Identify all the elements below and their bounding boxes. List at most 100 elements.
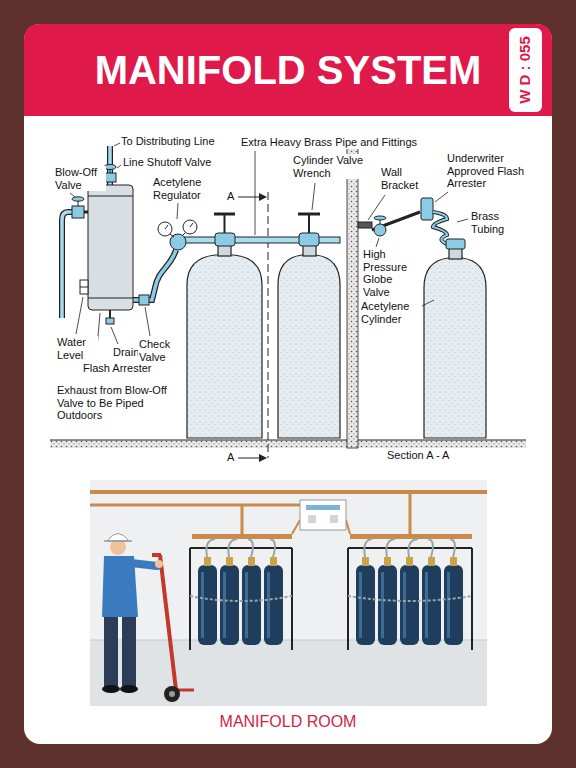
part-label: Line Shutoff Valve [122, 156, 212, 169]
chain [190, 596, 292, 601]
cylinder-valve [214, 213, 235, 216]
cylinder-valve [224, 214, 226, 233]
hose [228, 539, 237, 557]
part-label: Water Level [56, 336, 98, 361]
rack [189, 548, 191, 650]
floor [358, 440, 526, 441]
cylinder-valve [298, 213, 320, 216]
cylinder-highlight [245, 572, 248, 638]
part-label: Exhaust from Blow-Off Valve to Be Piped … [56, 384, 186, 422]
leader-line [457, 219, 468, 222]
section-line [259, 193, 267, 201]
acetylene-cylinder [424, 258, 486, 438]
part-label: High Pressure Globe Valve [362, 248, 422, 299]
rack [291, 548, 293, 650]
hose [450, 539, 455, 557]
gas-cylinder [356, 565, 375, 645]
part-label: Acetylene Cylinder [360, 300, 422, 325]
wall-fittings [446, 239, 465, 249]
leader-line [255, 151, 256, 235]
gas-cylinder [422, 565, 441, 645]
chain [348, 596, 472, 601]
regulator [182, 233, 185, 236]
floor [50, 440, 526, 448]
part-label: Drain [112, 346, 140, 359]
hose [133, 250, 176, 300]
cylinder-highlight [223, 572, 226, 638]
gas-cylinder [378, 565, 397, 645]
blow-off-valve [62, 197, 88, 318]
brass-valve [450, 557, 457, 566]
part-label: Flash Arrester [82, 362, 152, 375]
cylinder-highlight [359, 572, 362, 638]
leader-line [70, 143, 468, 360]
wall [347, 140, 358, 448]
cylinder-highlight [267, 572, 270, 638]
gas-cylinder [242, 565, 261, 645]
code-badge: W D : 055 [509, 28, 542, 112]
blow-off-valve [62, 212, 72, 318]
part-label: To Distributing Line [120, 135, 216, 148]
room [90, 480, 487, 706]
control-box [300, 500, 346, 530]
room [90, 640, 487, 706]
card [24, 24, 552, 744]
gas-cylinder [400, 565, 419, 645]
worker [107, 534, 129, 542]
rack [348, 547, 472, 549]
copper-pipe [90, 504, 300, 507]
hand-truck [152, 555, 194, 702]
flash-arrester-tank [80, 287, 88, 288]
hand-truck [169, 691, 175, 697]
section-line [238, 197, 262, 198]
leader-line [435, 192, 448, 202]
acetylene-cylinder [187, 244, 486, 438]
worker [102, 534, 163, 694]
hose [270, 539, 275, 557]
part-label: A [226, 190, 235, 203]
header-pipe [192, 534, 472, 539]
part-label: A [226, 451, 235, 464]
gas-cylinder [198, 565, 217, 645]
leader-line [177, 203, 178, 219]
rack [347, 548, 349, 650]
flash-arrester-tank [88, 298, 133, 299]
part-label: Brass Tubing [470, 210, 524, 235]
leader-line [145, 307, 150, 336]
wall-fittings [358, 198, 465, 249]
cylinder-highlight [381, 572, 384, 638]
leader-line [312, 183, 315, 210]
part-label: Cylinder Valve Wrench [292, 154, 372, 179]
part-label: Wall Bracket [380, 166, 430, 191]
regulator [158, 220, 197, 250]
control-box [306, 505, 340, 510]
badge-text: W D : 055 [517, 36, 534, 104]
floor [358, 440, 526, 448]
worker [102, 685, 120, 693]
regulator [190, 223, 193, 227]
floor [50, 440, 347, 441]
cylinder-valve [215, 233, 235, 246]
gas-cylinder [198, 565, 463, 645]
wall-fittings [358, 222, 372, 228]
worker [155, 560, 163, 568]
blow-off-valve [84, 211, 88, 214]
header-pipe [350, 534, 472, 539]
hose [428, 539, 433, 557]
rack [190, 548, 472, 650]
hose [364, 539, 372, 557]
floor [50, 440, 347, 448]
brass-valve [384, 557, 391, 566]
regulator [170, 234, 186, 250]
control-box [300, 500, 346, 530]
part-label: Section A - A [386, 449, 450, 462]
leader-line [111, 327, 118, 344]
page-title: MANIFOLD SYSTEM [60, 47, 516, 93]
brass-valve [204, 557, 211, 566]
hose [408, 539, 418, 557]
copper-pipe [241, 505, 244, 534]
title-band [24, 24, 552, 116]
regulator [165, 225, 168, 229]
worker [104, 540, 132, 542]
